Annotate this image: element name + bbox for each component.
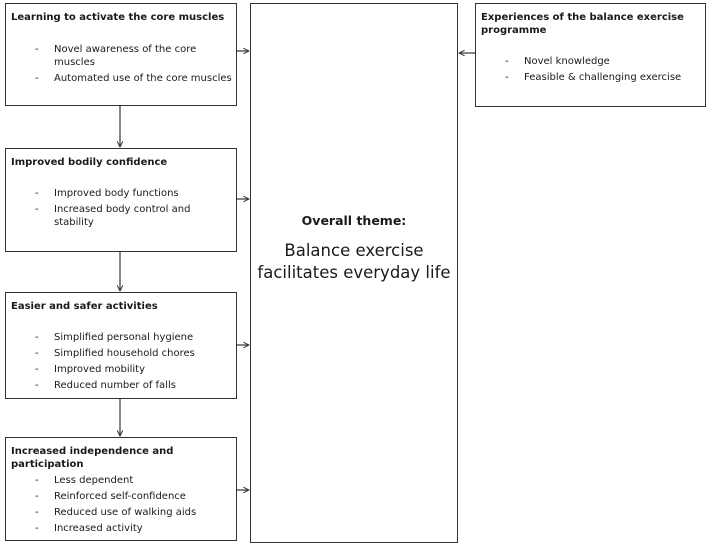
list-item-text: Increased activity — [54, 523, 143, 534]
bullet-dash: - — [35, 44, 39, 55]
theme-label: Overall theme: — [301, 213, 407, 228]
bullet-dash: - — [35, 380, 39, 391]
theme-statement: Balance exercise facilitates everyday li… — [257, 241, 451, 282]
list-item-text: Reduced number of falls — [54, 380, 176, 391]
list-item-text: Improved mobility — [54, 364, 146, 375]
bullet-dash: - — [35, 204, 39, 215]
list-item-text: Automated use of the core muscles — [54, 73, 232, 84]
bullet-list: - Novel knowledge - Feasible & challenging… — [476, 55, 705, 87]
bullet-dash: - — [505, 72, 509, 83]
box-programme-experiences: Experiences of the balance exercise prog… — [475, 3, 706, 107]
list-item: - Reduced use of walking aids — [6, 506, 236, 519]
box-title: Increased independence and participation — [11, 446, 174, 470]
list-item: - Increased body control and stability — [6, 203, 236, 229]
bullet-dash: - — [35, 188, 39, 199]
list-item: - Automated use of the core muscles — [6, 72, 236, 85]
bullet-dash: - — [35, 475, 39, 486]
list-item: - Increased activity — [6, 522, 236, 535]
bullet-list: - Improved body functions - Increased body… — [6, 187, 236, 232]
list-item: - Less dependent — [6, 474, 236, 487]
bullet-dash: - — [35, 332, 39, 343]
bullet-dash: - — [35, 523, 39, 534]
list-item-text: Reinforced self-confidence — [54, 491, 186, 502]
box-title: Easier and safer activities — [11, 301, 158, 312]
list-item-text: Reduced use of walking aids — [54, 507, 197, 518]
list-item-text: Less dependent — [54, 475, 134, 486]
list-item-text: Simplified household chores — [54, 348, 195, 359]
list-item-text: Feasible & challenging exercise — [524, 72, 682, 83]
box-independence-participation: Increased independence and participation… — [5, 437, 237, 541]
list-item: - Novel awareness of the core muscles — [6, 43, 236, 69]
box-bodily-confidence: Improved bodily confidence - Improved bod… — [5, 148, 237, 252]
list-item: - Reduced number of falls — [6, 379, 236, 392]
list-item-text: Simplified personal hygiene — [54, 332, 194, 343]
list-item-text: Novel awareness of the core muscles — [54, 44, 197, 68]
bullet-dash: - — [35, 507, 39, 518]
bullet-dash: - — [505, 56, 509, 67]
list-item-text: Improved body functions — [54, 188, 179, 199]
bullet-list: - Simplified personal hygiene - Simplified… — [6, 331, 236, 395]
list-item: - Feasible & challenging exercise — [476, 71, 705, 84]
bullet-dash: - — [35, 364, 39, 375]
bullet-dash: - — [35, 73, 39, 84]
bullet-dash: - — [35, 348, 39, 359]
box-overall-theme: Overall theme: Balance exercise facilita… — [250, 3, 458, 543]
box-easier-safer-activities: Easier and safer activities - Simplified … — [5, 292, 237, 399]
box-title: Experiences of the balance exercise prog… — [481, 12, 684, 36]
bullet-dash: - — [35, 491, 39, 502]
box-learning-core-muscles: Learning to activate the core muscles - N… — [5, 3, 237, 106]
list-item: - Reinforced self-confidence — [6, 490, 236, 503]
list-item: - Improved body functions — [6, 187, 236, 200]
list-item-text: Increased body control and stability — [54, 204, 191, 228]
box-title: Improved bodily confidence — [11, 157, 168, 168]
box-title: Learning to activate the core muscles — [11, 12, 225, 23]
list-item-text: Novel knowledge — [524, 56, 610, 67]
bullet-list: - Novel awareness of the core muscles - Au… — [6, 43, 236, 88]
list-item: - Improved mobility — [6, 363, 236, 376]
bullet-list: - Less dependent - Reinforced self-confide… — [6, 474, 236, 538]
list-item: - Novel knowledge — [476, 55, 705, 68]
list-item: - Simplified personal hygiene — [6, 331, 236, 344]
list-item: - Simplified household chores — [6, 347, 236, 360]
